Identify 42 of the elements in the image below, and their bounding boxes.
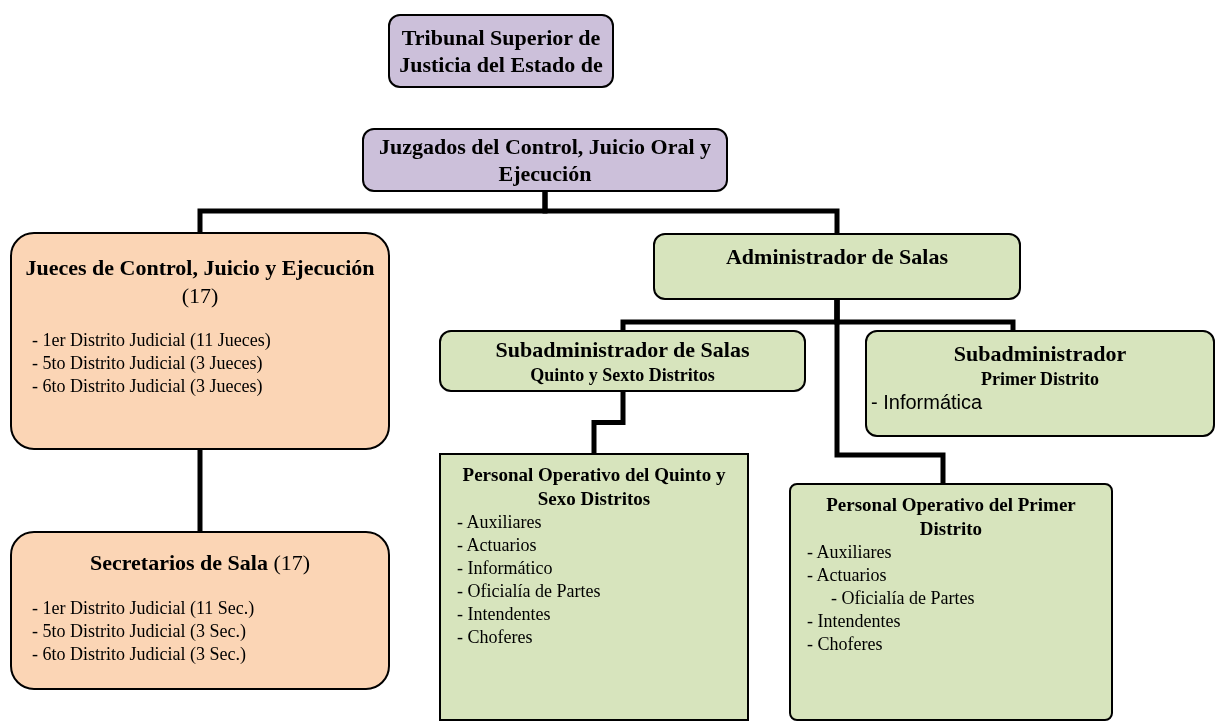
org-box [388,14,614,88]
box-heading: Administrador de Salas [724,243,950,271]
list-item: - Informática [871,390,984,415]
box-heading: Personal Operativo del Quinto y Sexo Distritos [461,463,727,511]
list-item: - Intendentes [806,609,902,633]
list-item: - Actuarios [456,533,538,557]
box-heading: Jueces de Control, Juicio y Ejecución (17) [24,254,376,309]
box-heading: Subadministrador [952,340,1128,368]
list-item: - Oficialía de Partes [456,579,602,603]
list-item: - 5to Distrito Judicial (3 Jueces) [31,352,264,375]
box-heading: Tribunal Superior de Justicia del Estado de [398,23,604,79]
list-item: Primer Distrito [979,367,1101,390]
list-item: - Intendentes [456,602,552,626]
list-item: - 1er Distrito Judicial (11 Sec.) [31,596,256,620]
list-item: - Informático [456,556,554,580]
box-heading: Personal Operativo del Primer Distrito [825,493,1077,541]
org-box [439,453,749,721]
box-heading: Secretarios de Sala (17) [88,549,312,577]
list-item: Quinto y Sexto Distritos [529,363,716,386]
org-box [362,128,728,192]
connector-line [591,392,626,453]
org-box [789,483,1113,721]
org-box [865,330,1215,437]
list-item: - Choferes [456,625,534,649]
list-item: - Auxiliares [806,540,893,564]
box-heading: Juzgados del Control, Juicio Oral y Ejecución [377,132,713,188]
org-box [10,232,390,450]
org-box [10,531,390,690]
connector-line [834,300,946,483]
list-item: - 6to Distrito Judicial (3 Jueces) [31,375,264,398]
list-item: - Auxiliares [456,510,543,534]
list-item: - 1er Distrito Judicial (11 Jueces) [31,329,272,352]
connector-line [542,192,840,233]
connector-line [197,450,203,531]
box-heading: Subadministrador de Salas [494,336,751,364]
list-item: - Actuarios [806,563,888,587]
list-item: - Choferes [806,632,884,656]
org-box [439,330,806,392]
list-item: - 6to Distrito Judicial (3 Sec.) [31,642,247,666]
list-item: - Oficialía de Partes [830,586,976,610]
org-box [653,233,1021,300]
list-item: - 5to Distrito Judicial (3 Sec.) [31,619,247,643]
